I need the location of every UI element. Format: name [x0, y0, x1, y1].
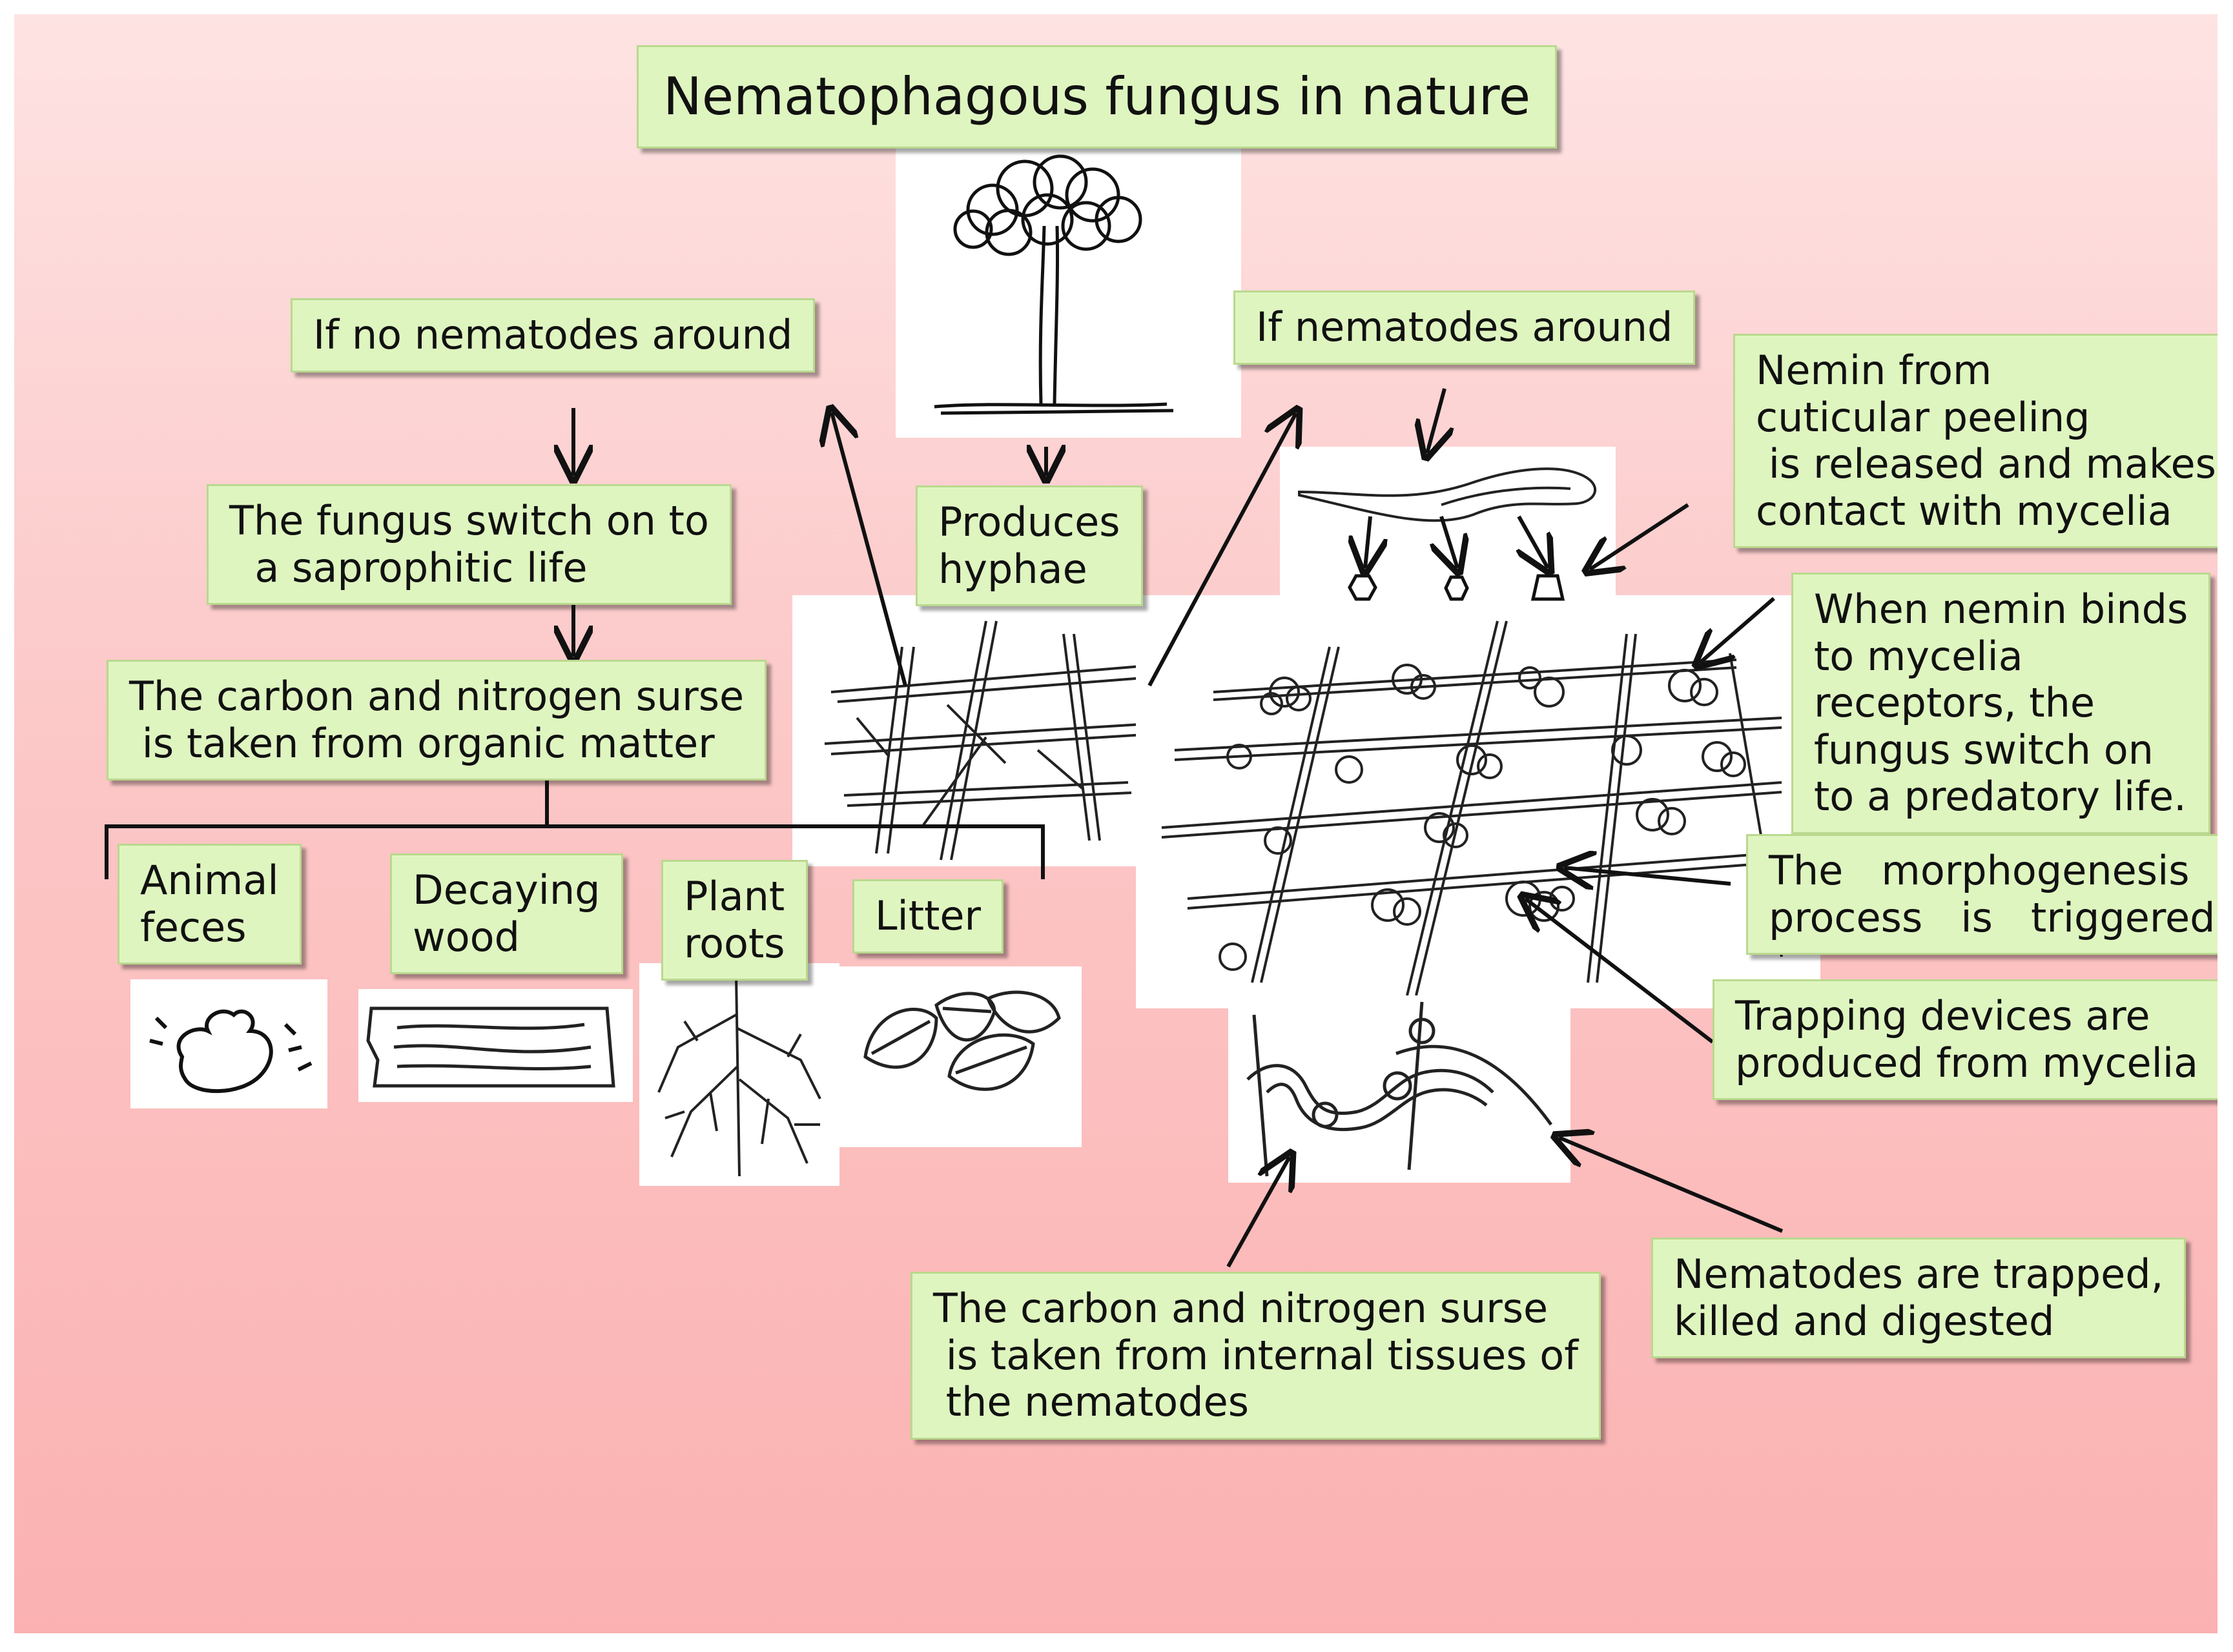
- fungus-tree-icon: [896, 148, 1241, 438]
- node-decaying-wood: Decaying wood: [390, 853, 623, 975]
- node-no-nematodes: If no nematodes around: [291, 298, 816, 372]
- trapped-nematode-icon: [1228, 995, 1570, 1183]
- litter-leaves-icon: [839, 966, 1082, 1147]
- node-plant-roots: Plant roots: [661, 860, 808, 981]
- node-litter: Litter: [852, 879, 1004, 953]
- node-trapping-devices: Trapping devices are produced from mycel…: [1713, 979, 2218, 1101]
- node-nemin-binds: When nemin binds to mycelia receptors, t…: [1791, 573, 2211, 834]
- nematode-worm-icon: [1280, 447, 1616, 608]
- node-nematodes-trapped: Nematodes are trapped, killed and digest…: [1651, 1238, 2187, 1359]
- trap-network-icon: [1136, 595, 1820, 1008]
- node-animal-feces: Animal feces: [118, 844, 302, 965]
- hyphae-network-icon: [792, 595, 1154, 866]
- diagram-title: Nematophagous fungus in nature: [637, 45, 1558, 148]
- decaying-wood-icon: [358, 989, 633, 1102]
- node-produces-hyphae: Produces hyphae: [916, 485, 1143, 607]
- diagram-canvas: Nematophagous fungus in nature If no nem…: [14, 14, 2218, 1633]
- node-carbon-from-nematodes: The carbon and nitrogen surse is taken f…: [911, 1272, 1601, 1440]
- node-carbon-from-organic-matter: The carbon and nitrogen surse is taken f…: [107, 660, 767, 781]
- node-saprophytic-life: The fungus switch on to a saprophitic li…: [207, 484, 732, 606]
- animal-feces-icon: [130, 979, 327, 1108]
- plant-roots-icon: [639, 963, 839, 1186]
- node-nemin-release: Nemin from cuticular peeling is released…: [1733, 334, 2218, 549]
- node-nematodes-around: If nematodes around: [1233, 291, 1696, 365]
- node-morphogenesis: The morphogenesis process is triggered: [1746, 834, 2218, 955]
